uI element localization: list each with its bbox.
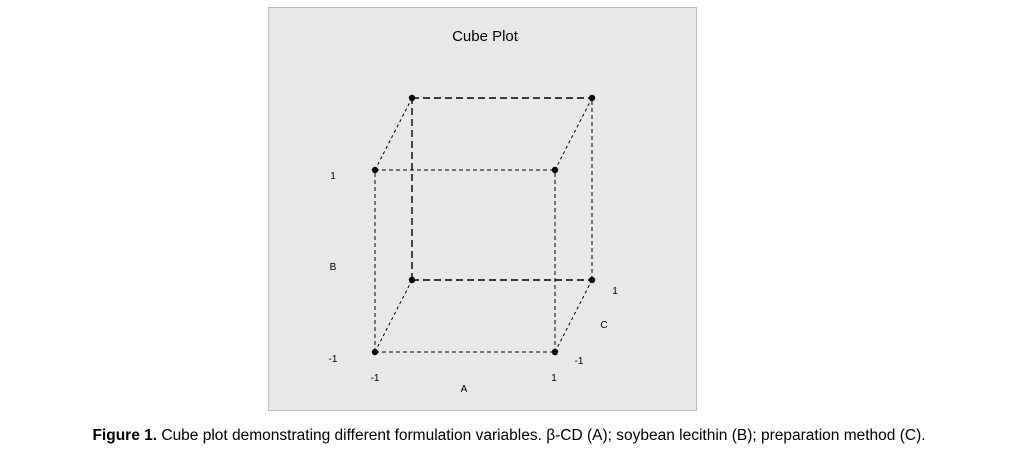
cube-plot: Cube Plot 1 B -1 -1 1 A 1 C -1 <box>329 28 619 395</box>
cube-point <box>551 348 559 356</box>
c-tick-low: -1 <box>575 356 584 367</box>
cube-point <box>551 166 559 174</box>
a-axis-label: A <box>461 384 468 395</box>
a-tick-low: -1 <box>371 373 380 384</box>
chart-panel: Cube Plot 1 B -1 -1 1 A 1 C -1 <box>268 7 697 411</box>
cube-edge <box>554 279 593 353</box>
cube-point <box>588 94 596 102</box>
cube-point <box>408 94 416 102</box>
cube-edge <box>374 279 413 353</box>
cube-edge <box>554 97 593 171</box>
chart-title: Cube Plot <box>452 28 519 45</box>
b-axis-label: B <box>330 262 337 273</box>
caption-label: Figure 1. <box>92 427 158 444</box>
cube-point <box>371 348 379 356</box>
b-tick-low: -1 <box>329 354 338 365</box>
c-tick-high: 1 <box>612 286 618 297</box>
figure-caption: Figure 1. Cube plot demonstrating differ… <box>0 427 1018 445</box>
cube-point <box>408 276 416 284</box>
b-tick-high: 1 <box>330 171 336 182</box>
a-tick-high: 1 <box>551 373 557 384</box>
cube-point <box>371 166 379 174</box>
c-axis-label: C <box>600 320 607 331</box>
cube-edge <box>374 97 413 171</box>
cube-point <box>588 276 596 284</box>
caption-text: Cube plot demonstrating different formul… <box>157 427 926 444</box>
